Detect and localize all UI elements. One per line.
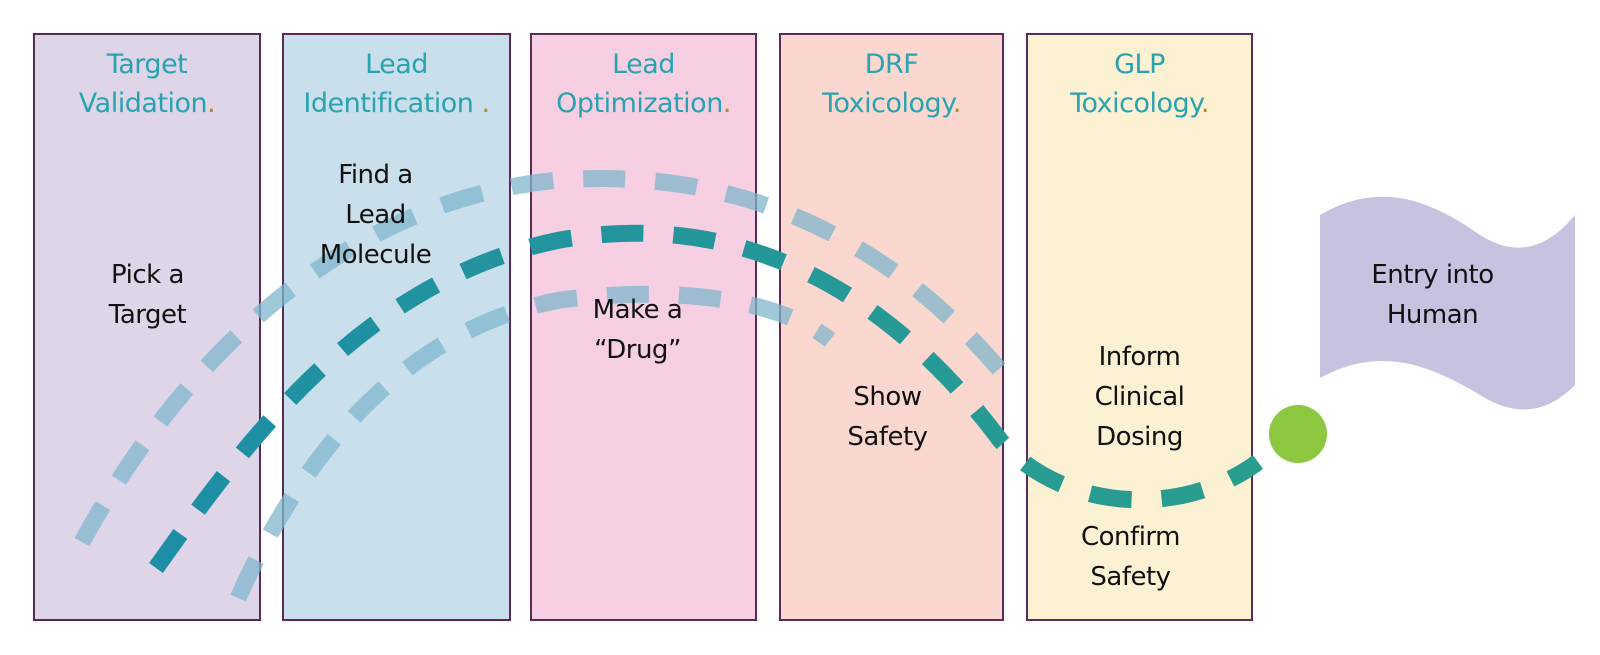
dashed-arc-lower (230, 285, 836, 602)
stage-box-glp-toxicology: GLP Toxicology. (1026, 33, 1253, 621)
task-line: Target (108, 300, 187, 330)
stage-title-line1: Lead (365, 49, 428, 80)
endpoint-line: Entry into (1371, 260, 1494, 290)
stage-title-line2: Validation (78, 88, 208, 119)
task-line: Safety (1090, 562, 1171, 592)
endpoint-label-entry-into-human: Entry into Human (1345, 255, 1520, 335)
stage-title: Target Validation. (35, 45, 259, 123)
task-line: Clinical (1094, 382, 1185, 412)
task-line: Inform (1098, 342, 1181, 372)
task-line: Pick a (111, 260, 184, 290)
task-line: Molecule (319, 240, 432, 270)
task-label-inform-dosing: Inform Clinical Dosing (1052, 337, 1227, 457)
stage-title: DRF Toxicology. (781, 45, 1002, 123)
stage-box-target-validation: Target Validation. (33, 33, 261, 621)
title-dot: . (952, 88, 962, 119)
title-dot: . (722, 88, 732, 119)
stage-title-line1: GLP (1114, 49, 1165, 80)
stage-title-line1: Lead (612, 49, 675, 80)
task-label-confirm-safety: Confirm Safety (1043, 517, 1218, 597)
task-line: Safety (847, 422, 928, 452)
task-line: Confirm (1081, 522, 1180, 552)
task-label-pick-target: Pick a Target (60, 255, 235, 335)
task-line: Make a (592, 295, 683, 325)
entry-flag-shape (1320, 196, 1575, 410)
stage-title: Lead Optimization. (532, 45, 755, 123)
stage-title-line2: Optimization (556, 88, 723, 119)
stage-box-lead-optimization: Lead Optimization. (530, 33, 757, 621)
stage-title-line1: DRF (864, 49, 919, 80)
stage-title: GLP Toxicology. (1028, 45, 1251, 123)
task-label-make-drug: Make a “Drug” (550, 290, 725, 370)
task-label-find-lead: Find a Lead Molecule (288, 155, 463, 275)
stage-title-line2: Identification (303, 88, 482, 119)
stage-title: Lead Identification . (284, 45, 509, 123)
stage-title-line2: Toxicology (1070, 88, 1201, 119)
title-dot: . (481, 88, 491, 119)
stage-title-line1: Target (106, 49, 188, 80)
task-line: Show (853, 382, 922, 412)
green-dot-marker (1269, 405, 1327, 463)
endpoint-line: Human (1386, 300, 1479, 330)
stage-title-line2: Toxicology (822, 88, 953, 119)
dashed-arc-upper (74, 170, 1007, 547)
task-line: Lead (345, 200, 406, 230)
dashed-arc-main (149, 224, 1264, 573)
task-line: “Drug” (594, 335, 681, 365)
task-line: Dosing (1096, 422, 1183, 452)
title-dot: . (207, 88, 216, 119)
task-line: Find a (338, 160, 413, 190)
task-label-show-safety: Show Safety (800, 377, 975, 457)
title-dot: . (1200, 88, 1210, 119)
